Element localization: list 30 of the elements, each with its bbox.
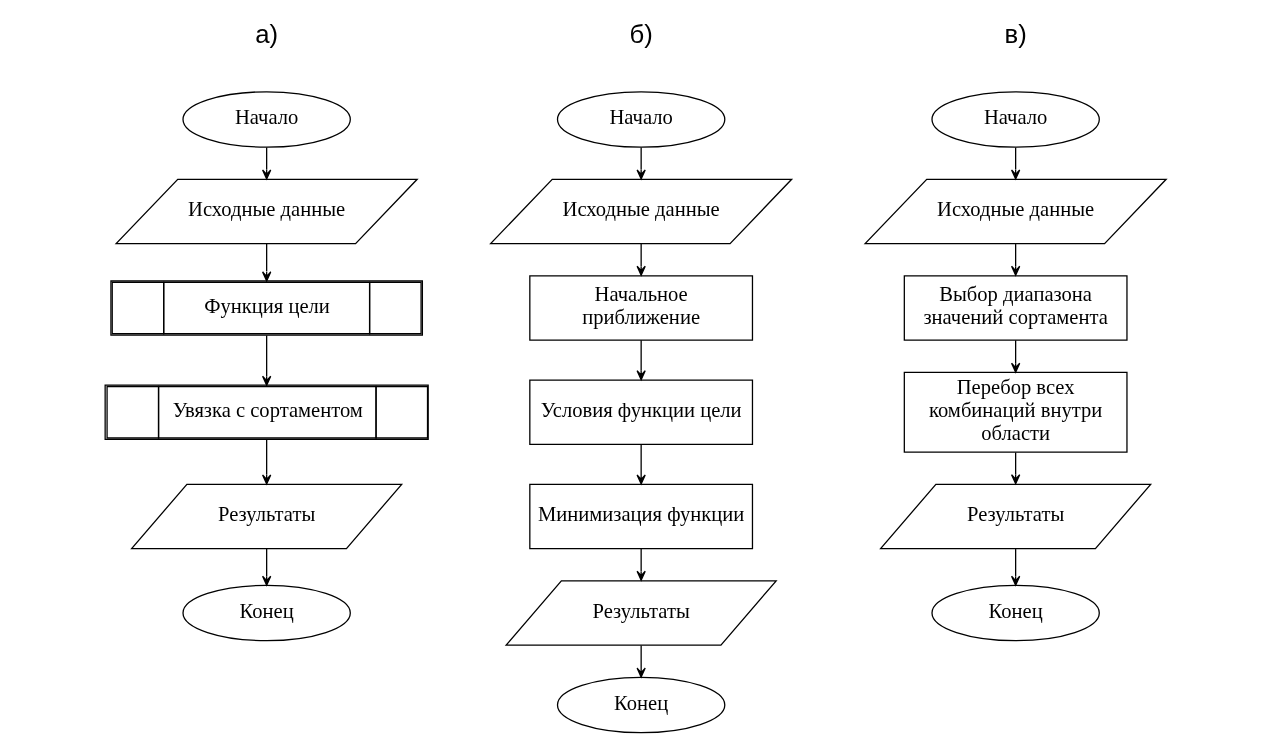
arrow [1010, 339, 1021, 373]
arrow [636, 548, 646, 581]
node-box: Перебор всех комбинаций внутри области [903, 371, 1128, 453]
node-ellipse: Начало [556, 91, 726, 148]
arrow [636, 146, 646, 180]
arrow [1010, 146, 1021, 180]
arrow [261, 334, 272, 386]
node-ellipse: Конец [182, 584, 351, 642]
label: в) [1004, 19, 1027, 48]
arrow [1010, 548, 1021, 586]
node-box: Выбор диапазона значений сортамента [903, 275, 1128, 341]
node-box: Условия функции цели [529, 379, 754, 446]
arrow [1010, 451, 1021, 485]
node-ellipse: Конец [556, 676, 726, 734]
node-box: Начальное приближение [529, 275, 754, 341]
arrow [261, 243, 272, 282]
node-box: Минимизация функции [529, 483, 754, 550]
node-ellipse: Начало [931, 91, 1100, 148]
label: а) [255, 19, 279, 48]
arrow [636, 243, 646, 276]
label: б) [629, 19, 653, 48]
arrow [636, 443, 646, 485]
node-ellipse: Конец [931, 584, 1100, 642]
arrow [261, 439, 272, 485]
node-ellipse: Начало [182, 91, 351, 148]
arrow [636, 644, 646, 678]
arrow [636, 339, 646, 381]
arrow [261, 146, 272, 180]
arrow [1010, 243, 1021, 276]
arrow [261, 548, 272, 586]
